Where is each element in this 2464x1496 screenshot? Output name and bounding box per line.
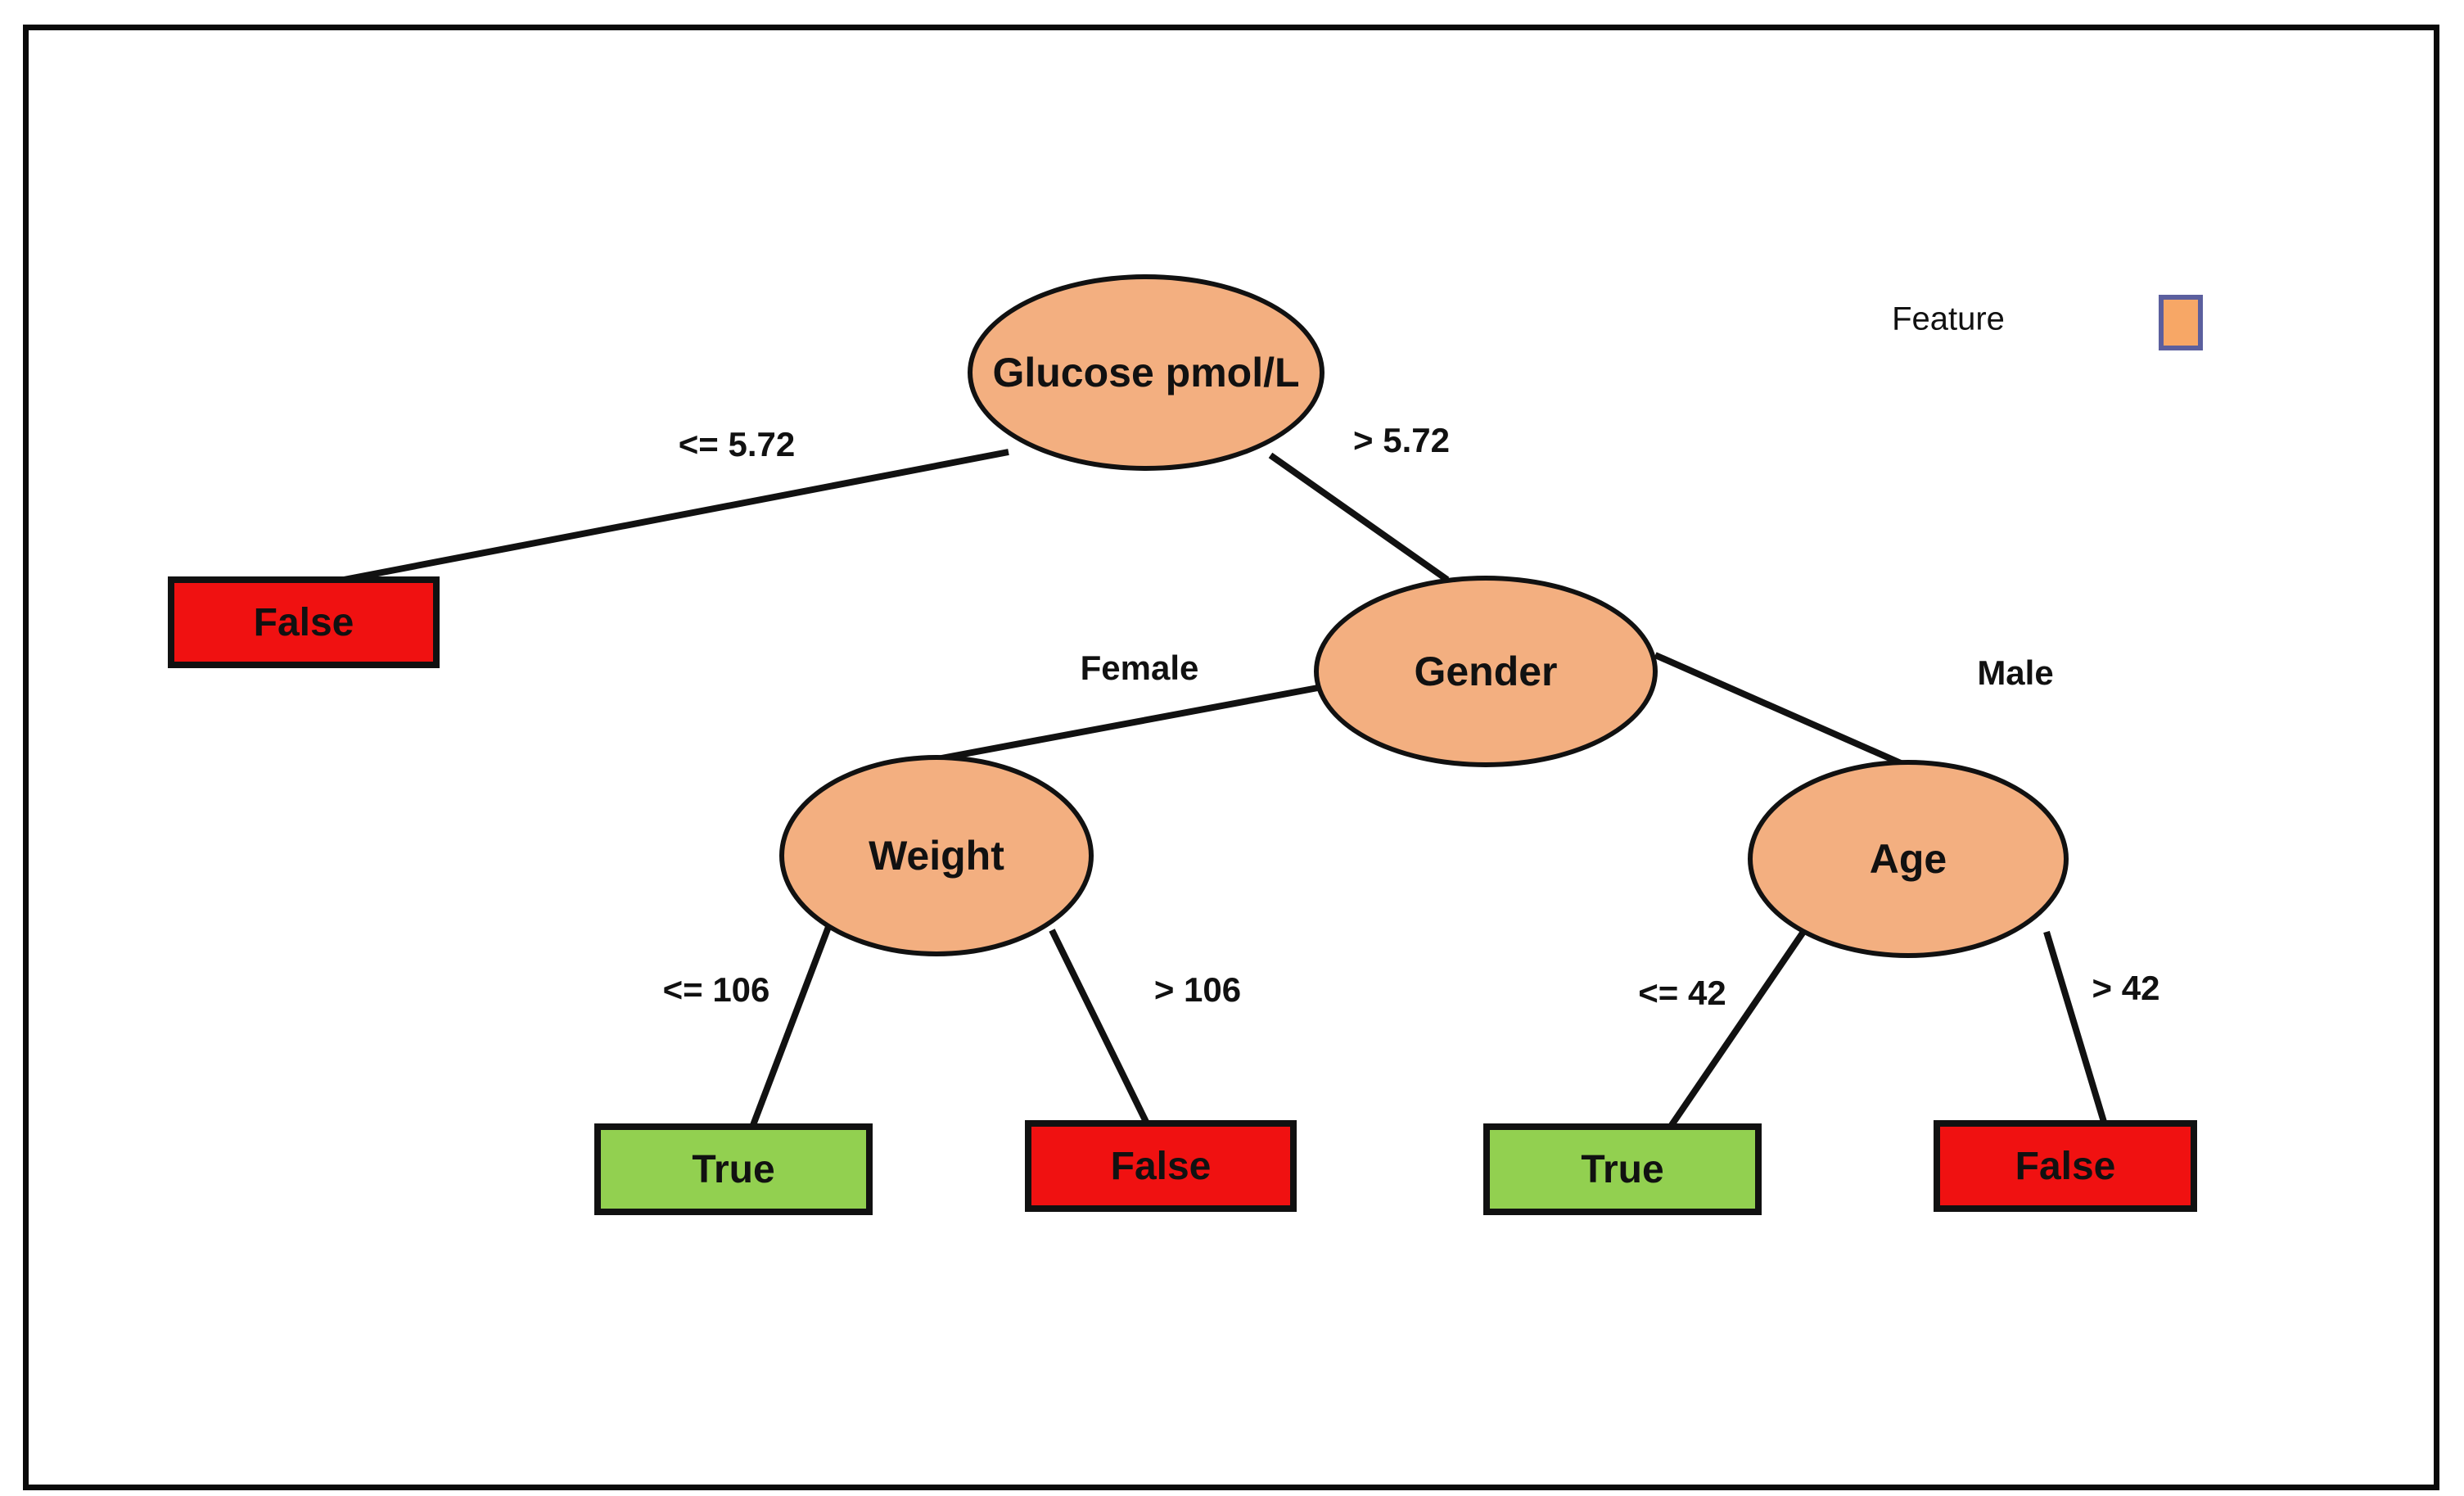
leaf-false-age: False (1934, 1120, 2197, 1212)
node-gender: Gender (1314, 576, 1658, 767)
edge-label-gender-female: Female (1080, 649, 1199, 687)
edge-label-glucose-left: <= 5.72 (678, 425, 796, 463)
node-age: Age (1748, 760, 2069, 958)
edge-root-to-false-leaf (343, 449, 1009, 583)
edge-label-weight-right: > 106 (1153, 970, 1242, 1009)
leaf-true-weight: True (594, 1123, 873, 1215)
leaf-false-age-label: False (2015, 1144, 2116, 1188)
node-glucose-label: Glucose pmol/L (992, 350, 1300, 395)
node-age-label: Age (1869, 836, 1947, 882)
node-weight: Weight (779, 755, 1094, 956)
leaf-false-glucose-label: False (253, 600, 354, 644)
figure-frame-border (23, 25, 2439, 1490)
edge-weight-to-true-leaf (750, 925, 832, 1127)
node-gender-label: Gender (1414, 649, 1558, 694)
leaf-false-glucose: False (168, 576, 440, 668)
edge-age-to-true-leaf (1668, 929, 1807, 1128)
edge-label-weight-left: <= 106 (662, 970, 770, 1009)
edge-label-age-left: <= 42 (1638, 974, 1726, 1012)
edge-root-to-gender (1268, 452, 1450, 583)
legend-feature-swatch (2159, 295, 2203, 350)
node-weight-label: Weight (869, 833, 1004, 879)
edge-label-glucose-right: > 5.72 (1353, 421, 1450, 459)
leaf-true-weight-label: True (692, 1147, 775, 1191)
leaf-true-age: True (1483, 1123, 1762, 1215)
leaf-true-age-label: True (1581, 1147, 1664, 1191)
legend: Feature (1866, 278, 2243, 360)
leaf-false-weight-label: False (1110, 1144, 1212, 1188)
edge-age-to-false-leaf (2043, 930, 2107, 1123)
node-glucose: Glucose pmol/L (968, 274, 1325, 471)
edge-gender-to-weight (941, 685, 1319, 762)
edge-gender-to-age (1654, 652, 1902, 766)
edge-label-age-right: > 42 (2092, 969, 2160, 1007)
leaf-false-weight: False (1025, 1120, 1297, 1212)
legend-label: Feature (1892, 301, 2005, 337)
edge-label-gender-male: Male (1977, 653, 2054, 692)
edge-weight-to-false-leaf (1049, 929, 1149, 1123)
